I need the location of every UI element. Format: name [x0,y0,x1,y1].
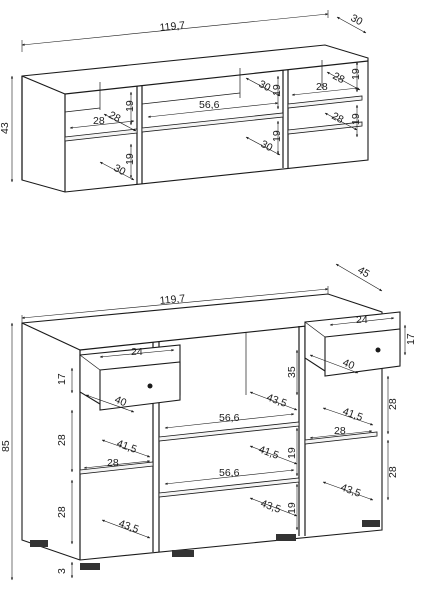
top-right-lower-depth: 28 [330,110,346,126]
center-drawer-height: 35 [286,366,298,378]
dim-line [249,497,298,517]
top-left-upper-depth: 28 [107,109,123,125]
dim-line [322,407,374,426]
dim-line [322,481,374,501]
right-shelf-width: 28 [334,425,346,437]
right-mid-height: 28 [387,398,399,410]
right-drawer-depth: 40 [341,357,356,373]
dim-line [245,136,281,156]
bottom-unit: 119,7 45 85 [0,263,417,581]
left-drawer-knob [147,383,153,389]
bottom-width-label: 119,7 [159,293,186,307]
bottom-depth-label: 45 [356,264,372,280]
right-drawer-width: 24 [356,314,368,326]
top-middle-shelf-width: 56,6 [199,99,220,111]
top-unit: 119,7 30 43 28 28 19 [0,10,369,193]
dim-line [164,469,295,485]
dim-line [291,87,359,96]
top-left-upper-height: 19 [124,100,136,112]
foot [362,520,380,527]
left-mid-height: 28 [56,434,68,446]
top-middle-lower-height: 19 [271,130,283,142]
dim-line [147,102,279,118]
drawer-edge [79,354,101,371]
top-depth-label: 30 [349,12,365,28]
foot-height: 3 [56,568,68,574]
top-width-label: 119,7 [159,19,186,34]
dim-line [326,71,361,91]
dim-line [249,391,298,411]
dim-line [324,112,358,131]
dim-line [249,445,298,465]
dim-line [245,77,281,97]
top-right-upper-depth: 28 [331,70,347,86]
center-lower-width: 56,6 [219,467,240,479]
center-upper-width: 56,6 [219,412,240,424]
right-drawer-knob [375,347,381,353]
dim-line [99,161,135,181]
drawer-edge [304,321,326,338]
top-middle-upper-height: 19 [271,84,283,96]
top-height-label: 43 [0,122,11,134]
foot [30,540,48,547]
width-dimension-line [21,288,329,319]
foot [80,563,100,570]
depth-dimension-line [336,16,367,34]
center-mid-height: 19 [286,447,298,459]
depth-dimension-line [335,263,383,292]
left-drawer-width: 24 [131,346,143,358]
right-drawer-height: 17 [405,333,417,345]
top-middle-lower-depth: 30 [259,138,275,154]
top-edge [21,322,81,351]
dim-line [329,317,395,326]
bottom-height-label: 85 [0,440,12,452]
top-edge [21,75,66,95]
right-drawer-front [324,328,401,377]
foot [276,534,296,541]
top-edge [64,60,369,95]
foot [172,550,194,557]
top-left-shelf-width: 28 [93,115,105,127]
left-low-height: 28 [56,506,68,518]
dim-line [99,349,175,358]
left-shelf-width: 28 [107,457,119,469]
inner-line [64,107,101,113]
dim-line [85,394,135,413]
top-left-lower-depth: 30 [112,162,128,178]
dim-line [83,460,151,469]
center-low-height: 19 [286,502,298,514]
top-right-upper-height: 19 [350,68,362,80]
dim-line [101,439,151,458]
left-drawer-height: 17 [56,373,68,385]
width-dimension-line [21,13,329,46]
shelf-right-upper [287,95,363,109]
top-right-mid-height: 19 [350,113,362,125]
dim-line [309,354,359,374]
top-middle-upper-depth: 30 [257,78,273,94]
shelf-left [64,128,138,142]
right-low-height: 28 [387,466,399,478]
top-left-lower-height: 19 [124,153,136,165]
dim-line [309,430,373,439]
left-drawer-depth: 40 [113,394,128,410]
dim-line [101,519,151,539]
dim-line [164,413,295,429]
top-right-shelf-width: 28 [316,81,328,93]
dim-line [103,113,137,132]
